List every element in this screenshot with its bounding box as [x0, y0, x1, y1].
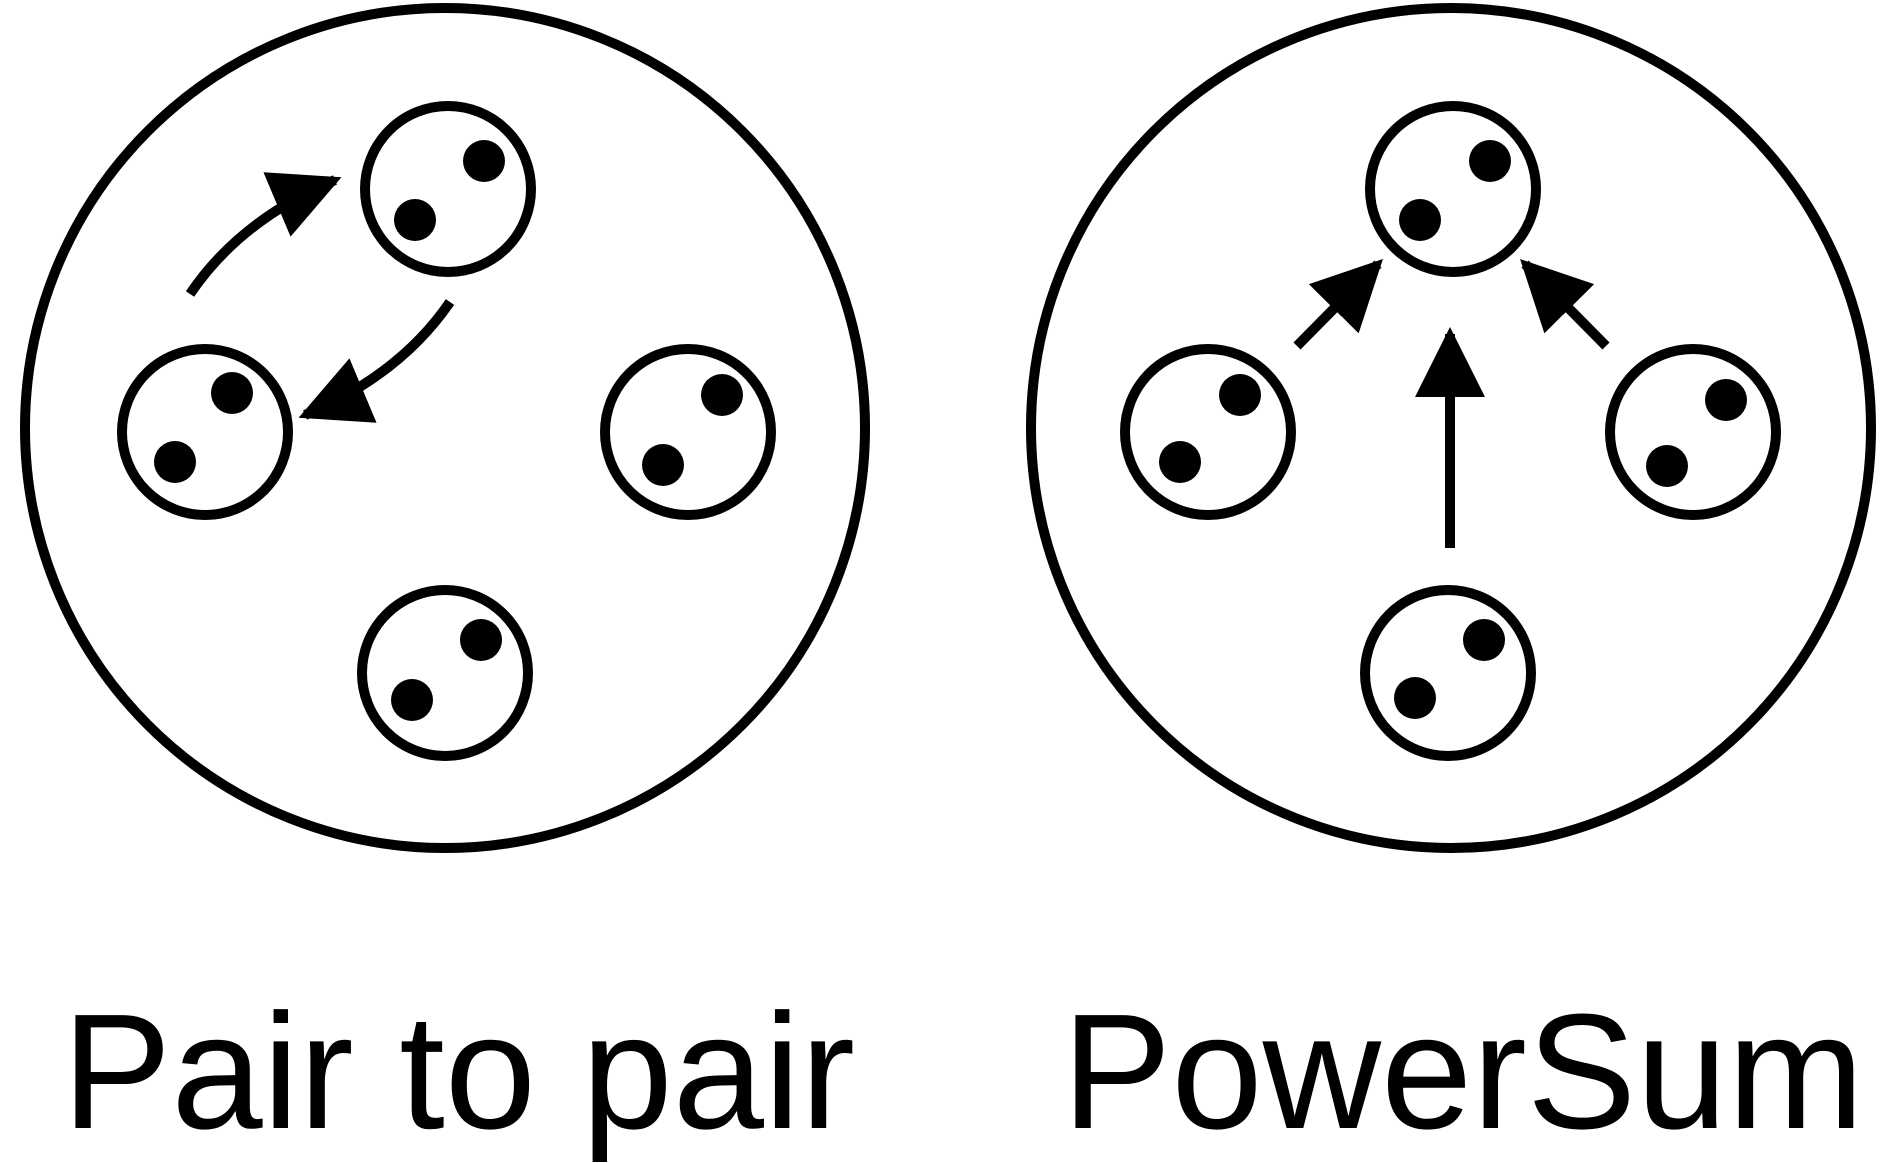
particle-dot [211, 372, 253, 414]
particle-ring [600, 344, 776, 520]
particle-dot [1469, 140, 1511, 182]
panel-label-powersum: PowerSum [1062, 980, 1865, 1163]
particle-dot [463, 140, 505, 182]
outer-container-circle [1026, 3, 1876, 853]
particle-dot [1646, 445, 1688, 487]
sum-arrow-right [1520, 259, 1610, 350]
particle-ring [360, 101, 536, 277]
particle-dot [1463, 619, 1505, 661]
particle-left [1120, 344, 1296, 520]
particle-ring [357, 585, 533, 761]
particle-top [1365, 101, 1541, 277]
panel-powersum [1026, 3, 1876, 853]
particle-dot [1159, 441, 1201, 483]
particle-bottom [357, 585, 533, 761]
particle-dot [1705, 379, 1747, 421]
particle-dot [460, 619, 502, 661]
exchange-arrow-upper [185, 172, 342, 297]
particle-bottom [1360, 585, 1536, 761]
panel-pair-to-pair [20, 3, 870, 853]
sum-arrow-left [1293, 259, 1383, 350]
particle-dot [391, 679, 433, 721]
particle-dot [394, 199, 436, 241]
exchange-arrow-lower [298, 299, 455, 423]
particle-ring [1120, 344, 1296, 520]
particle-dot [642, 444, 684, 486]
particle-dot [701, 374, 743, 416]
particle-dot [1219, 374, 1261, 416]
particle-ring [1365, 101, 1541, 277]
particle-dot [154, 441, 196, 483]
particle-right [1605, 344, 1781, 520]
particle-dot [1399, 199, 1441, 241]
particle-right [600, 344, 776, 520]
particle-dot [1394, 677, 1436, 719]
outer-container-circle [20, 3, 870, 853]
particle-top [360, 101, 536, 277]
particle-left [117, 344, 293, 520]
particle-ring [1605, 344, 1781, 520]
panel-label-pair-to-pair: Pair to pair [62, 980, 856, 1163]
particle-ring [1360, 585, 1536, 761]
particle-ring [117, 344, 293, 520]
